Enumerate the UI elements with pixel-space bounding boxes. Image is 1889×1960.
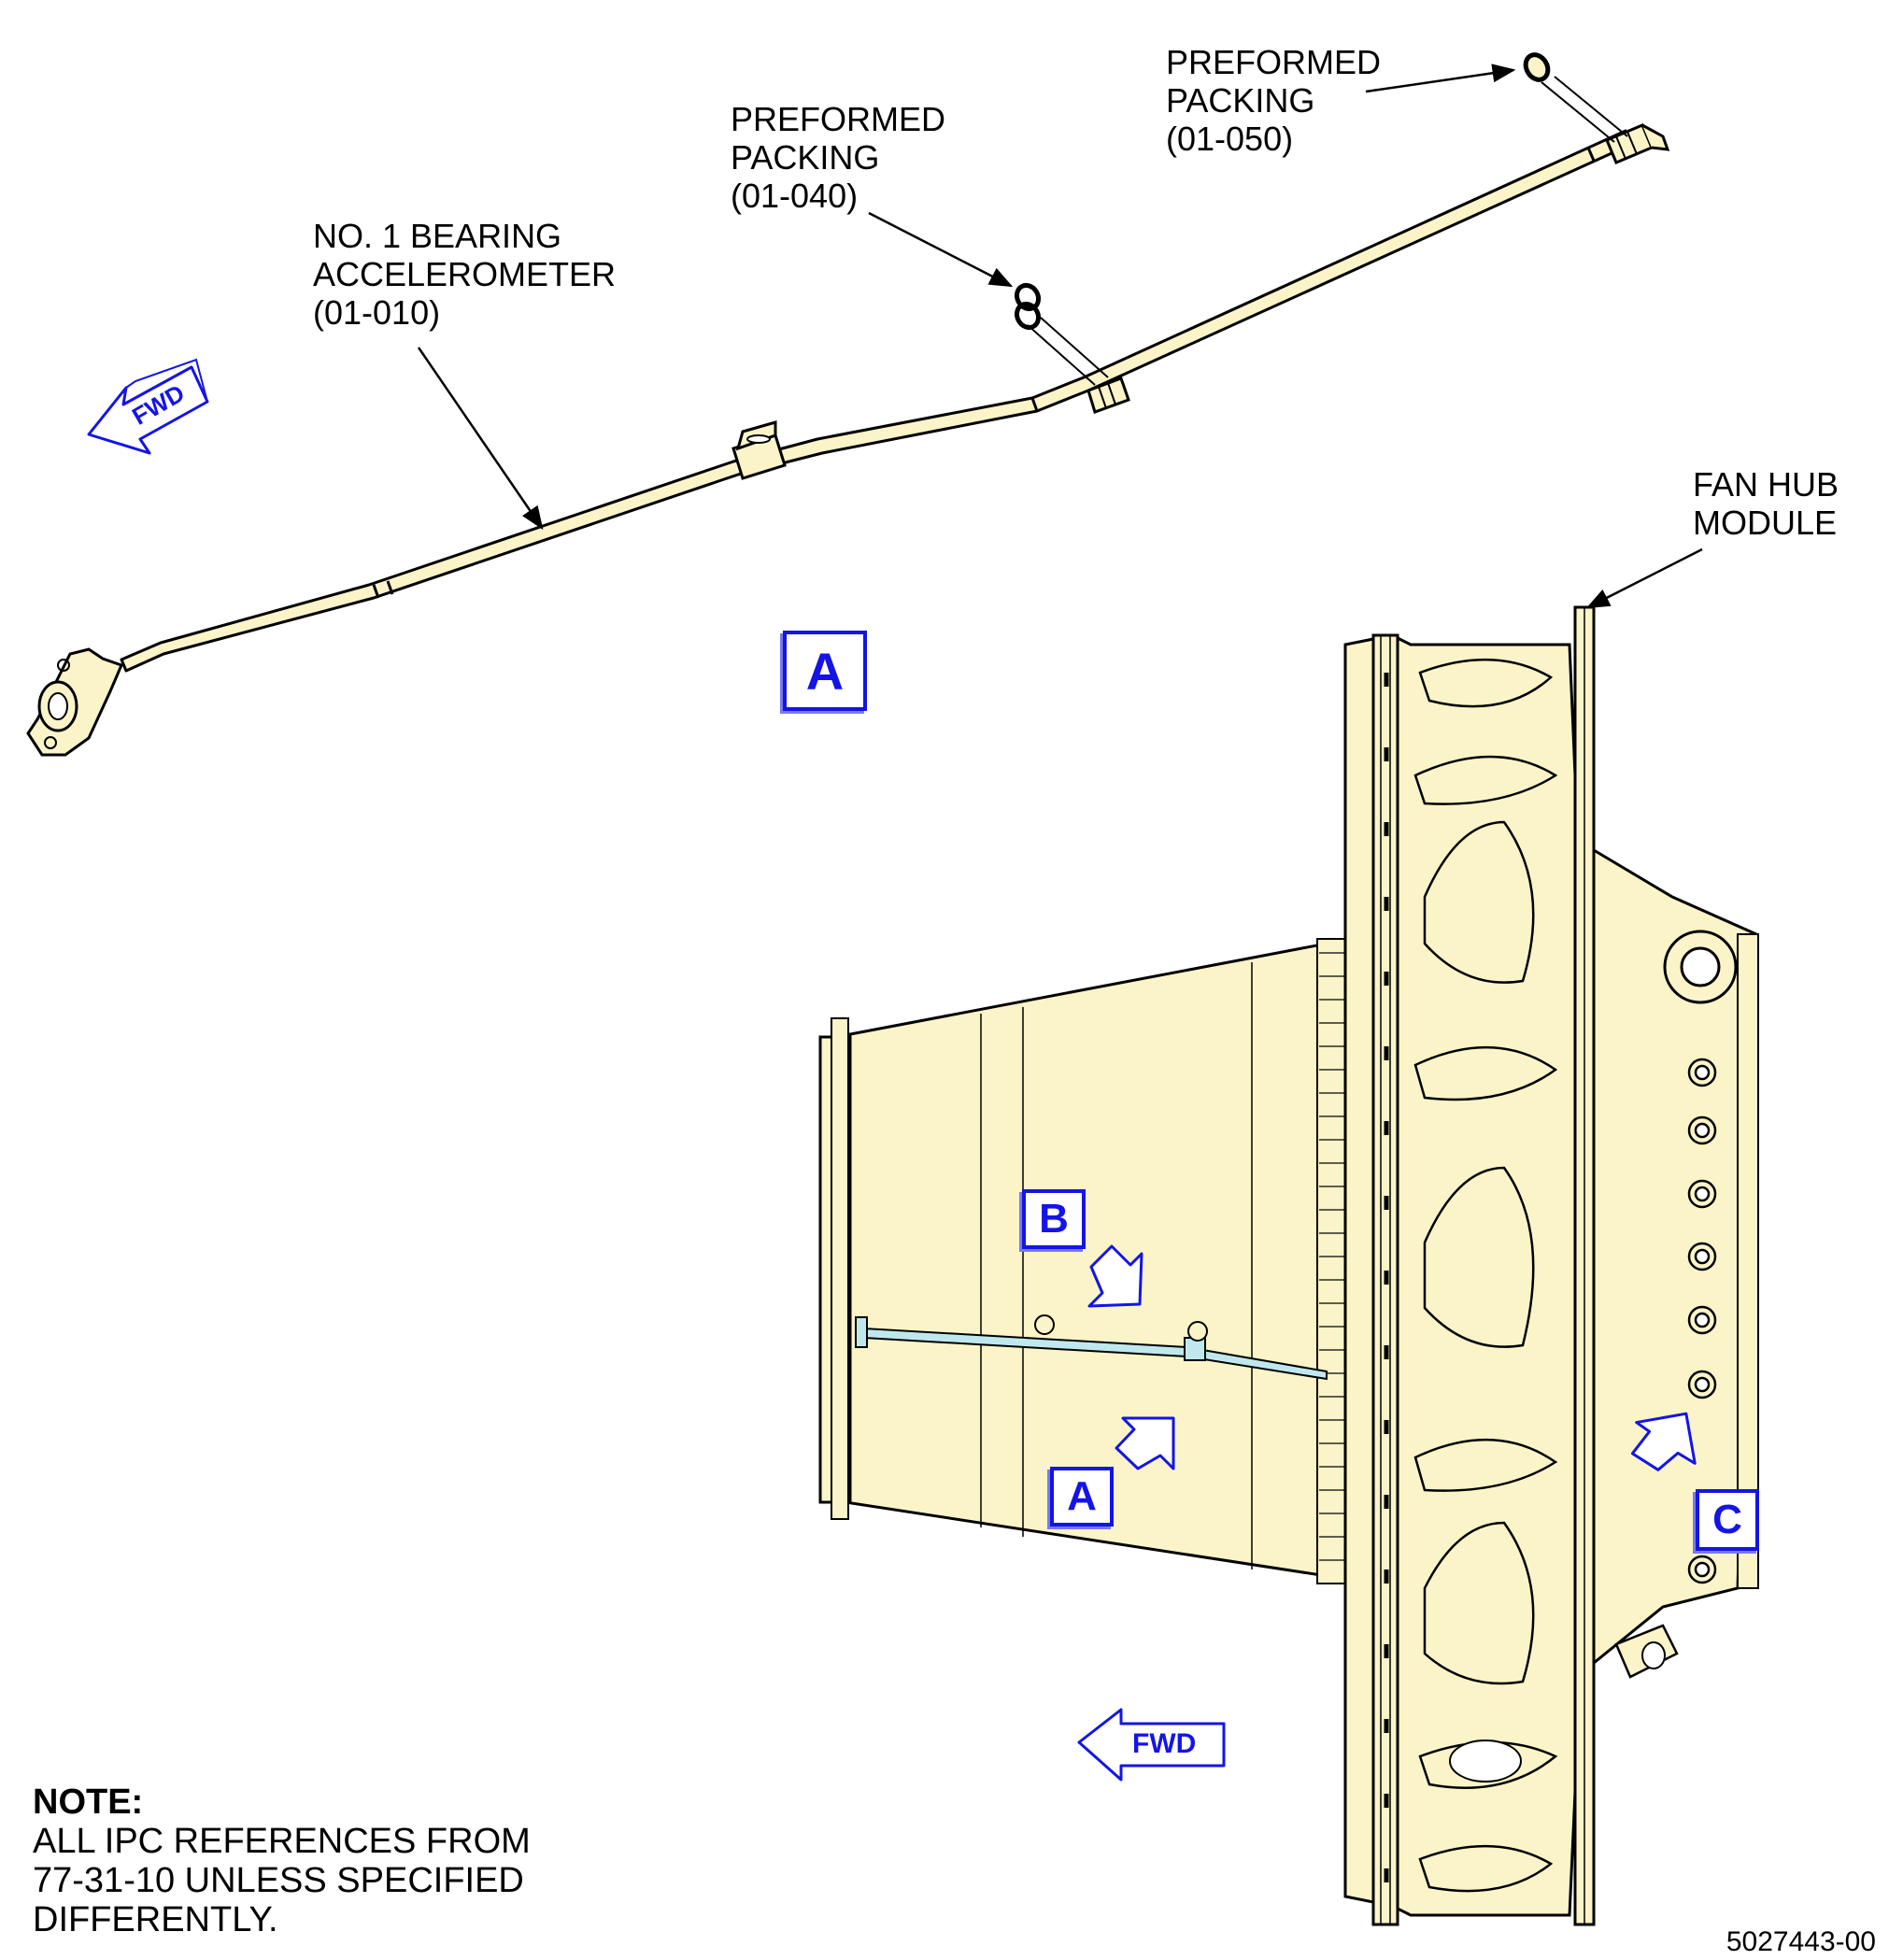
view-arrow-a <box>1115 1416 1175 1470</box>
accelerometer-assembly <box>26 52 1670 757</box>
view-a-label: A <box>1067 1473 1097 1519</box>
note-line-3: DIFFERENTLY. <box>33 1900 278 1939</box>
fwd-arrow-bottom <box>1077 1708 1226 1782</box>
callout-packing-040: PREFORMED PACKING (01-040) <box>731 100 946 215</box>
preformed-packing-040 <box>1014 282 1042 331</box>
view-arrow-c <box>1630 1412 1697 1471</box>
callout-accelerometer: NO. 1 BEARING ACCELEROMETER (01-010) <box>313 217 617 332</box>
callout-packing-050: PREFORMED PACKING (01-050) <box>1166 43 1382 158</box>
view-c-box: C <box>1696 1489 1759 1551</box>
view-b-label: B <box>1039 1196 1069 1242</box>
callout-fan-hub: FAN HUB MODULE <box>1693 465 1839 542</box>
view-c-label: C <box>1712 1497 1742 1542</box>
accelerometer-flange <box>26 647 124 757</box>
fwd-label-bottom: FWD <box>1132 1728 1197 1759</box>
leader-lines <box>417 64 1703 609</box>
bottom-fitting <box>1614 1624 1679 1679</box>
bolt-bosses <box>1687 1058 1717 1584</box>
frame-cells <box>1413 658 1558 1893</box>
view-a-box: A <box>1050 1467 1114 1527</box>
note-line-1: ALL IPC REFERENCES FROM <box>33 1822 531 1861</box>
tube-coupling-mid <box>1087 376 1130 414</box>
fan-hub-module <box>818 605 1759 1926</box>
installed-accelerometer-tube <box>855 1314 1328 1381</box>
fwd-arrow-top <box>87 358 209 455</box>
note-line-2: 77-31-10 UNLESS SPECIFIED <box>33 1861 524 1900</box>
tube-coupling-end <box>1605 123 1670 164</box>
view-a-detail-box: A <box>783 631 867 711</box>
view-b-box: B <box>1022 1189 1086 1249</box>
view-a-detail-label: A <box>805 641 845 701</box>
note-title: NOTE: <box>33 1782 144 1822</box>
preformed-packing-050 <box>1523 52 1551 82</box>
note-block: NOTE: ALL IPC REFERENCES FROM 77-31-10 U… <box>33 1782 531 1939</box>
figure-number: 5027443-00 <box>1726 1926 1876 1957</box>
tube-clamp <box>731 420 787 480</box>
view-arrow-b <box>1087 1244 1143 1308</box>
mount-boss <box>1663 930 1738 1004</box>
